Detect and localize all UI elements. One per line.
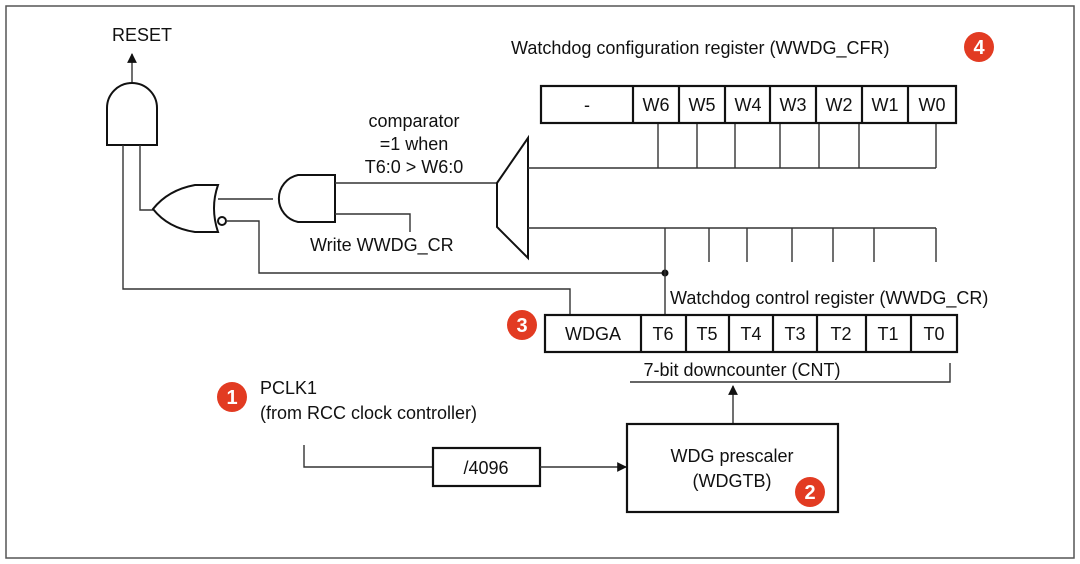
cr-bus bbox=[528, 227, 937, 315]
cfr-cell: W5 bbox=[689, 95, 716, 115]
badge-3 bbox=[507, 310, 537, 340]
badge-1-text: 1 bbox=[226, 387, 237, 409]
inverter-bubble bbox=[217, 216, 227, 226]
badge-2-text: 2 bbox=[804, 482, 815, 504]
prescaler-label-2: (WDGTB) bbox=[693, 471, 772, 491]
comparator-label-3: T6:0 > W6:0 bbox=[365, 157, 464, 177]
cr-cell: WDGA bbox=[565, 324, 621, 344]
cr-cell: T4 bbox=[740, 324, 761, 344]
write-cr-label: Write WWDG_CR bbox=[310, 235, 454, 256]
divider-box bbox=[431, 446, 542, 488]
cfr-cell: W2 bbox=[826, 95, 853, 115]
badge-4-text: 4 bbox=[973, 37, 985, 59]
badge-4 bbox=[964, 32, 994, 62]
nor-to-and-wire bbox=[139, 145, 153, 211]
prescaler-label-1: WDG prescaler bbox=[670, 446, 793, 466]
pclk1-label: PCLK1 bbox=[260, 378, 317, 398]
cr-cell: T1 bbox=[877, 324, 898, 344]
frame-border bbox=[5, 5, 1075, 559]
comparator bbox=[496, 134, 529, 261]
clock-wire bbox=[303, 445, 433, 468]
t6-feedback-wire bbox=[226, 220, 665, 274]
cr-cell: T3 bbox=[784, 324, 805, 344]
cr-cell: T2 bbox=[830, 324, 851, 344]
comparator-and-gate bbox=[277, 174, 336, 223]
badge-3-text: 3 bbox=[516, 315, 527, 337]
wdga-wire bbox=[122, 145, 571, 315]
cfr-cell: W1 bbox=[872, 95, 899, 115]
comparator-label-1: comparator bbox=[368, 111, 459, 131]
or-gate bbox=[151, 184, 220, 233]
comparator-label-2: =1 when bbox=[380, 134, 449, 154]
counter-label: 7-bit downcounter (CNT) bbox=[643, 360, 840, 380]
badge-1 bbox=[217, 382, 247, 412]
reset-label: RESET bbox=[112, 25, 172, 45]
cfr-cell: W0 bbox=[919, 95, 946, 115]
cr-title: Watchdog control register (WWDG_CR) bbox=[670, 288, 988, 309]
cr-cell: T5 bbox=[696, 324, 717, 344]
reset-and-gate bbox=[106, 82, 158, 146]
cr-cell: T0 bbox=[923, 324, 944, 344]
cfr-cell: - bbox=[584, 95, 590, 115]
cr-register: WDGA T6 T5 T4 T3 T2 T1 T0 bbox=[543, 313, 959, 354]
badge-2 bbox=[795, 477, 825, 507]
cfr-cell: W4 bbox=[735, 95, 762, 115]
cfr-bus bbox=[528, 123, 937, 169]
pclk1-source-label: (from RCC clock controller) bbox=[260, 403, 477, 423]
divider-label: /4096 bbox=[463, 458, 508, 478]
counter-bracket bbox=[630, 363, 951, 383]
cfr-cell: W6 bbox=[643, 95, 670, 115]
write-cr-wire bbox=[335, 213, 411, 232]
cr-cell: T6 bbox=[652, 324, 673, 344]
cfr-title: Watchdog configuration register (WWDG_CF… bbox=[511, 38, 889, 59]
cfr-cell: W3 bbox=[780, 95, 807, 115]
cfr-register: - W6 W5 W4 W3 W2 W1 W0 bbox=[539, 84, 958, 125]
